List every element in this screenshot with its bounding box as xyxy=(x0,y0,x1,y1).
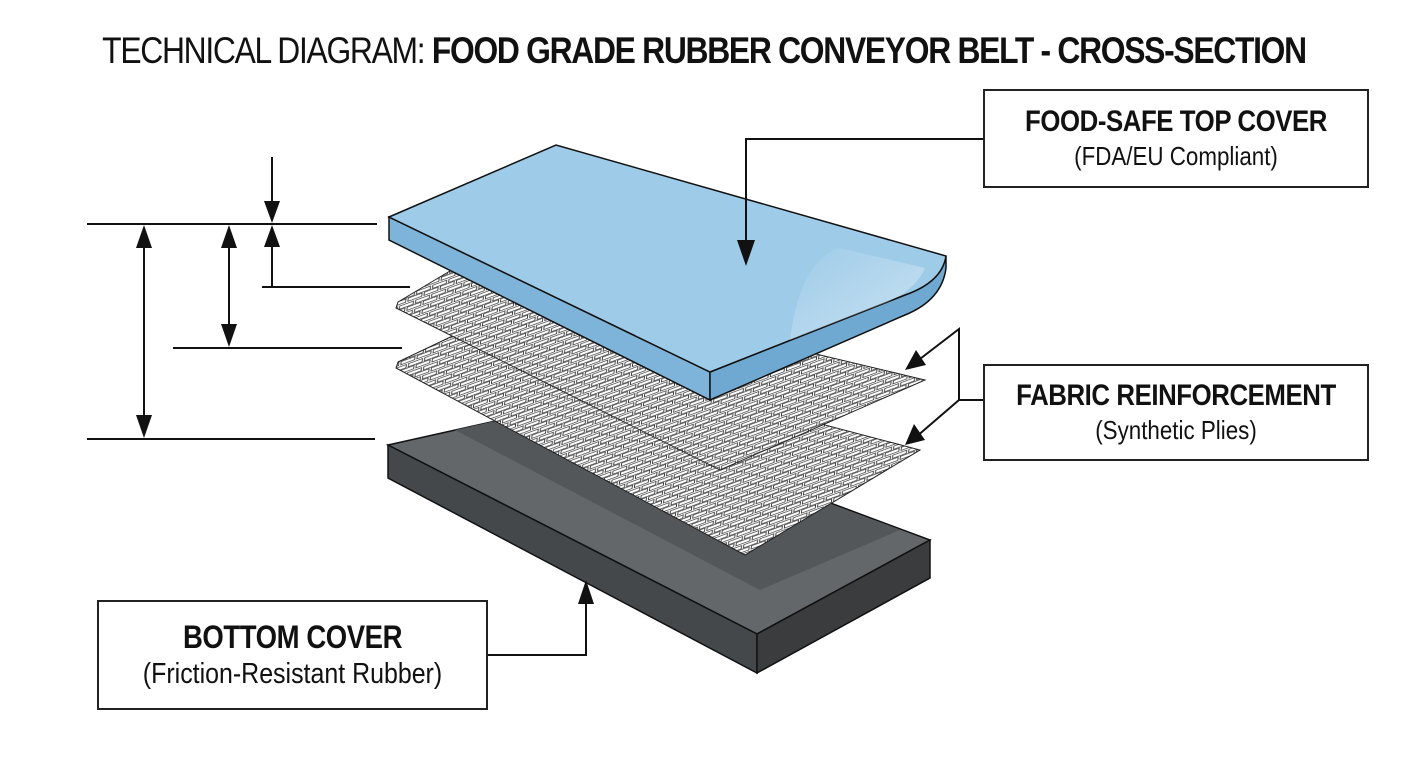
dimension-lines xyxy=(87,157,410,440)
arrowhead-icon xyxy=(905,350,926,370)
label-fabric-name: FABRIC REINFORCEMENT xyxy=(1016,379,1336,412)
label-fabric-detail: (Synthetic Plies) xyxy=(1095,415,1257,445)
title-prefix: TECHNICAL DIAGRAM: xyxy=(102,30,425,71)
arrowhead-icon xyxy=(221,324,237,347)
top-cover-gloss xyxy=(790,248,925,340)
arrowhead-icon xyxy=(136,415,152,438)
arrowhead-icon xyxy=(264,225,280,247)
arrowhead-icon xyxy=(737,240,755,266)
leader-fabric xyxy=(915,326,983,438)
label-bottom-cover: BOTTOM COVER (Friction-Resistant Rubber) xyxy=(97,600,488,710)
arrowhead-icon xyxy=(578,580,594,604)
label-top-cover-name: FOOD-SAFE TOP COVER xyxy=(1025,105,1327,138)
bottom-cover-right-side xyxy=(756,538,931,675)
label-fabric-reinforcement: FABRIC REINFORCEMENT (Synthetic Plies) xyxy=(983,364,1369,461)
title-main: FOOD GRADE RUBBER CONVEYOR BELT - CROSS-… xyxy=(431,30,1307,71)
arrowhead-icon xyxy=(905,424,925,445)
diagram-title: TECHNICAL DIAGRAM: FOOD GRADE RUBBER CON… xyxy=(99,30,1310,72)
arrowhead-icon xyxy=(221,225,237,248)
leader-top-cover xyxy=(737,138,983,266)
label-top-cover-detail: (FDA/EU Compliant) xyxy=(1074,141,1278,171)
label-top-cover: FOOD-SAFE TOP COVER (FDA/EU Compliant) xyxy=(983,89,1369,188)
arrowhead-icon xyxy=(136,225,152,248)
arrowhead-icon xyxy=(264,201,280,223)
leader-bottom-cover xyxy=(488,580,594,656)
top-cover-layer xyxy=(387,144,947,402)
dimension-arrowheads xyxy=(136,201,280,438)
label-bottom-cover-detail: (Friction-Resistant Rubber) xyxy=(142,658,443,690)
label-bottom-cover-name: BOTTOM COVER xyxy=(182,619,403,655)
